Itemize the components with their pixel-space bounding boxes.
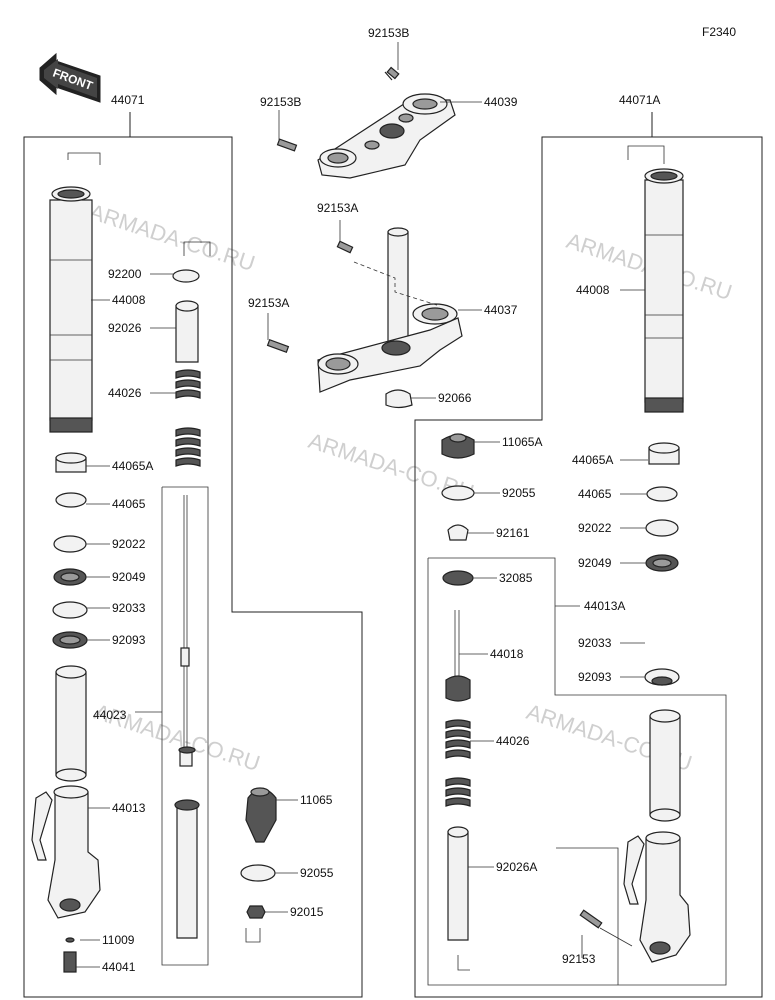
label-44065-right: 44065 [578, 487, 612, 501]
label-92153b-top: 92153B [368, 26, 409, 40]
label-44008-right: 44008 [576, 283, 610, 297]
steering-stem [266, 227, 463, 409]
label-92055-right: 92055 [502, 486, 536, 500]
label-44065-left: 44065 [112, 497, 146, 511]
leader-lines [76, 42, 648, 985]
right-fork [441, 145, 691, 971]
label-92161: 92161 [496, 526, 530, 540]
label-44041: 44041 [102, 960, 136, 974]
label-92022-right: 92022 [578, 521, 612, 535]
label-92153a-top: 92153A [317, 201, 358, 215]
label-92153-right: 92153 [562, 952, 596, 966]
label-44065a-right: 44065A [572, 453, 613, 467]
label-92026a: 92026A [496, 860, 537, 874]
label-92022-left: 92022 [112, 537, 146, 551]
label-92055-center: 92055 [300, 866, 334, 880]
label-44065a-left: 44065A [112, 459, 153, 473]
label-92093-right: 92093 [578, 670, 612, 684]
part-labels: 92153B 44039 92153B 44071 44071A 92153A … [93, 26, 660, 974]
label-92153b-left: 92153B [260, 95, 301, 109]
label-92200: 92200 [108, 267, 142, 281]
label-11009: 11009 [102, 933, 135, 947]
label-92026-left: 92026 [108, 321, 142, 335]
label-44071: 44071 [111, 93, 145, 107]
label-44013a: 44013A [584, 599, 625, 613]
left-fork [31, 152, 277, 973]
label-92066: 92066 [438, 391, 472, 405]
label-44013: 44013 [112, 801, 146, 815]
label-92093-left: 92093 [112, 633, 146, 647]
upper-triple-clamp [276, 66, 456, 179]
label-44039: 44039 [484, 95, 518, 109]
label-44071a: 44071A [619, 93, 660, 107]
label-92153a-left: 92153A [248, 296, 289, 310]
label-11065: 11065 [300, 793, 333, 807]
label-92049-left: 92049 [112, 570, 146, 584]
label-32085: 32085 [499, 571, 533, 585]
label-92033-left: 92033 [112, 601, 146, 615]
label-44018: 44018 [490, 647, 524, 661]
label-92033-right: 92033 [578, 636, 612, 650]
label-44008-left: 44008 [112, 293, 146, 307]
assembly-frames [23, 112, 763, 998]
label-44026-left: 44026 [108, 386, 142, 400]
diagram-code: F2340 [702, 25, 736, 39]
label-44026-right: 44026 [496, 734, 530, 748]
label-44037: 44037 [484, 303, 518, 317]
front-arrow-icon: FRONT [39, 52, 101, 103]
label-44023: 44023 [93, 708, 127, 722]
label-11065a: 11065A [502, 435, 542, 449]
label-92049-right: 92049 [578, 556, 612, 570]
label-92015: 92015 [290, 905, 324, 919]
